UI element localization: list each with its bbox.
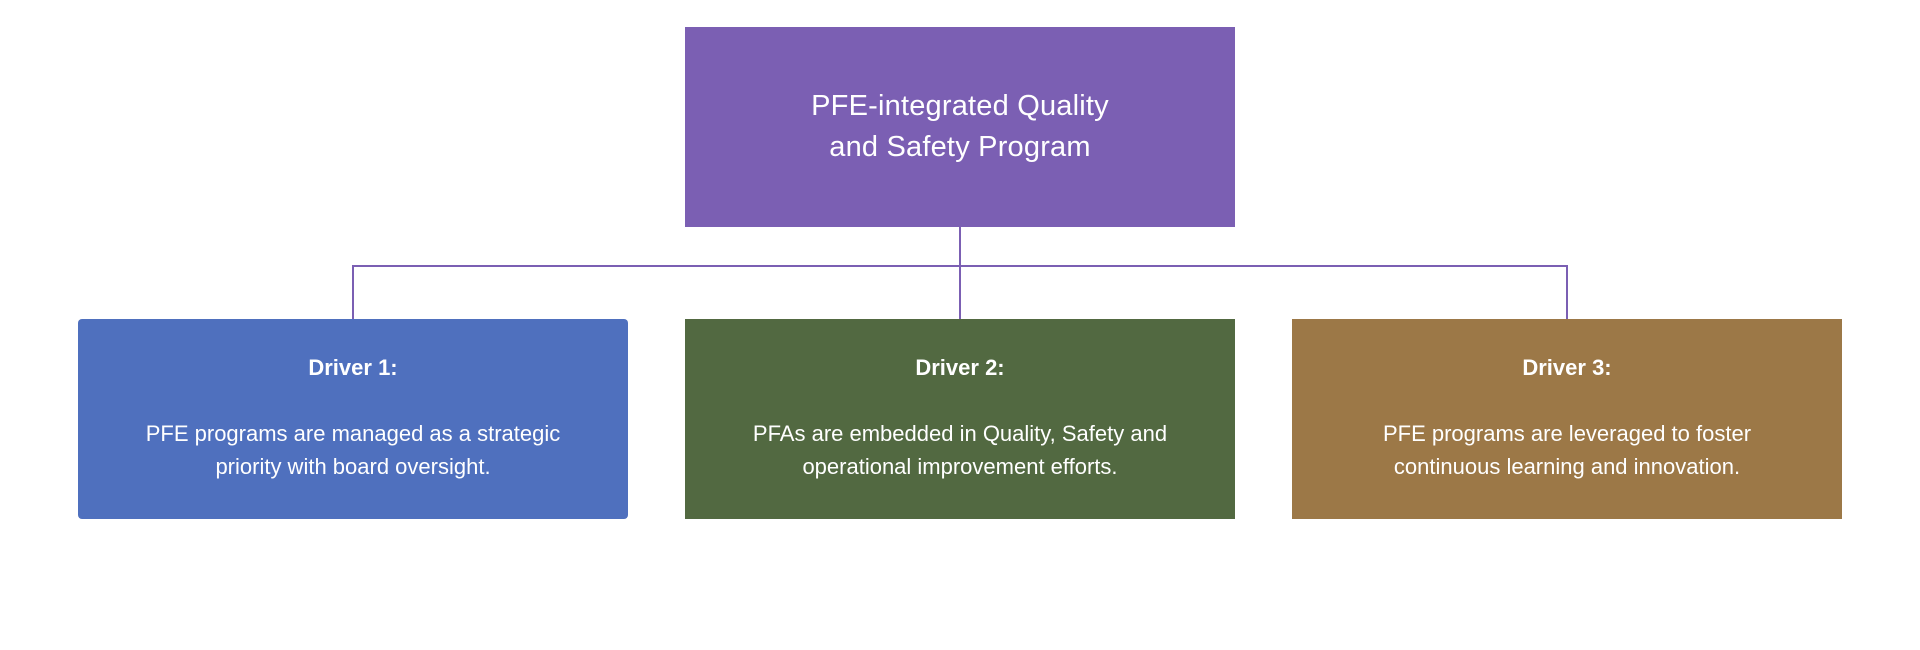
driver-3-body-line-2: continuous learning and innovation. [1393,454,1741,479]
connector-driver-3 [1566,265,1568,319]
driver-3-heading: Driver 3: [1522,355,1612,380]
root-title-line-2: and Safety Program [829,131,1091,163]
root-title-line-1: PFE-integrated Quality [811,90,1109,122]
driver-2-body-line-2: operational improvement efforts. [802,454,1118,479]
driver-3-body: PFE programs are leveraged to foster con… [1343,417,1791,483]
connector-driver-1 [352,265,354,319]
driver-1-body-line-1: PFE programs are managed as a strategic [145,421,561,446]
root-title: PFE-integrated Quality and Safety Progra… [811,86,1109,168]
driver-2-node: Driver 2: PFAs are embedded in Quality, … [685,319,1235,519]
connector-root-stem [959,227,961,319]
driver-1-body: PFE programs are managed as a strategic … [106,417,601,483]
driver-1-heading: Driver 1: [308,355,398,380]
root-node: PFE-integrated Quality and Safety Progra… [685,27,1235,227]
driver-3-body-line-1: PFE programs are leveraged to foster [1382,421,1752,446]
driver-1-node: Driver 1: PFE programs are managed as a … [78,319,628,519]
driver-2-heading: Driver 2: [915,355,1005,380]
driver-1-body-line-2: priority with board oversight. [215,454,491,479]
driver-2-body: PFAs are embedded in Quality, Safety and… [713,417,1207,483]
driver-3-node: Driver 3: PFE programs are leveraged to … [1292,319,1842,519]
driver-2-body-line-1: PFAs are embedded in Quality, Safety and [752,421,1168,446]
connector-horizontal-bar [352,265,1568,267]
